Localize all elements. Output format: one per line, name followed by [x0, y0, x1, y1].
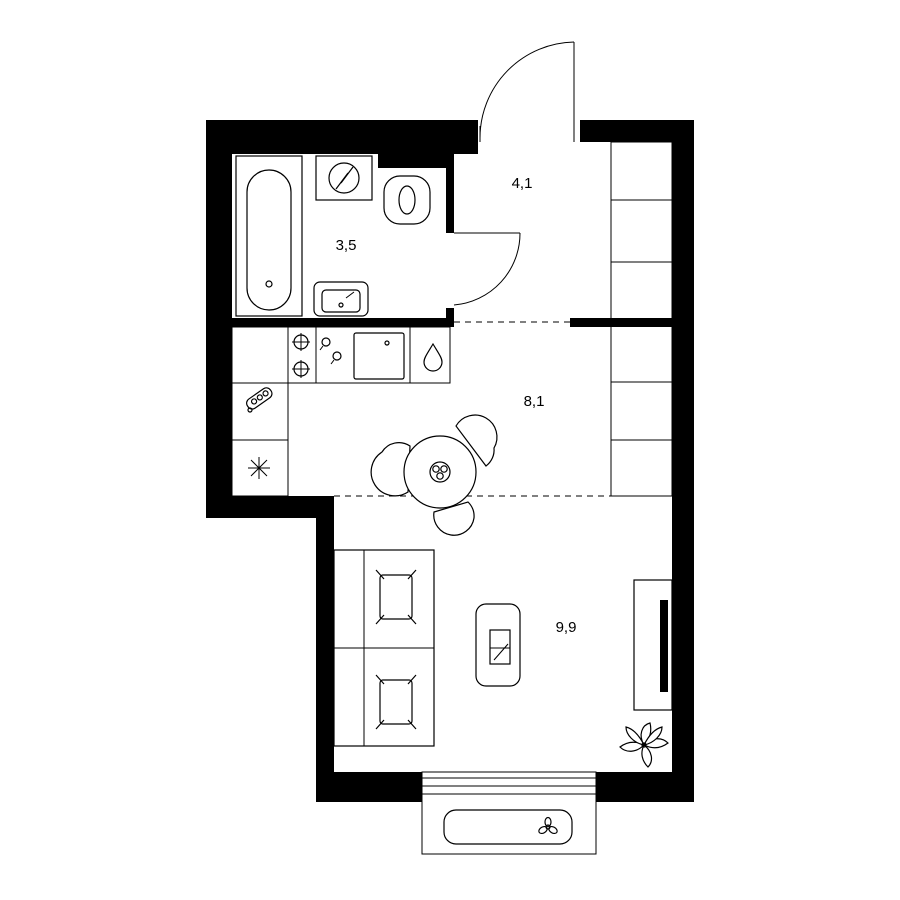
dining-set	[370, 414, 498, 536]
pillow-icon	[375, 569, 417, 625]
bathtub-icon	[235, 155, 303, 317]
dining-table-icon	[403, 435, 477, 509]
tv-cabinet-icon	[633, 579, 673, 711]
chair-icon	[433, 501, 475, 536]
washbasin-icon	[313, 281, 369, 317]
room-area-bathroom: 3,5	[336, 237, 357, 254]
entrance-door	[479, 41, 575, 142]
bathroom-door	[453, 232, 521, 306]
fan-icon	[538, 816, 558, 835]
sink-icon	[353, 332, 405, 380]
sofa-icon	[333, 549, 435, 747]
balcony	[421, 771, 597, 855]
water-drop-icon	[423, 342, 443, 372]
pillow-icon	[375, 674, 417, 730]
toilet-icon	[383, 175, 431, 225]
fridge-icon	[248, 457, 270, 479]
chair-icon	[370, 442, 411, 497]
kitchen-counter	[231, 326, 451, 497]
chair-icon	[455, 414, 498, 467]
interior-walls	[206, 145, 672, 327]
washing-machine-icon	[315, 155, 373, 201]
room-area-living: 9,9	[556, 619, 577, 636]
coffee-table-icon	[475, 603, 521, 687]
room-area-hallway: 4,1	[512, 175, 533, 192]
dishwasher-icon	[246, 387, 273, 413]
plant-icon	[619, 722, 669, 768]
wardrobe	[610, 141, 673, 497]
room-area-kitchen: 8,1	[524, 393, 545, 410]
stove-icon	[292, 327, 342, 383]
